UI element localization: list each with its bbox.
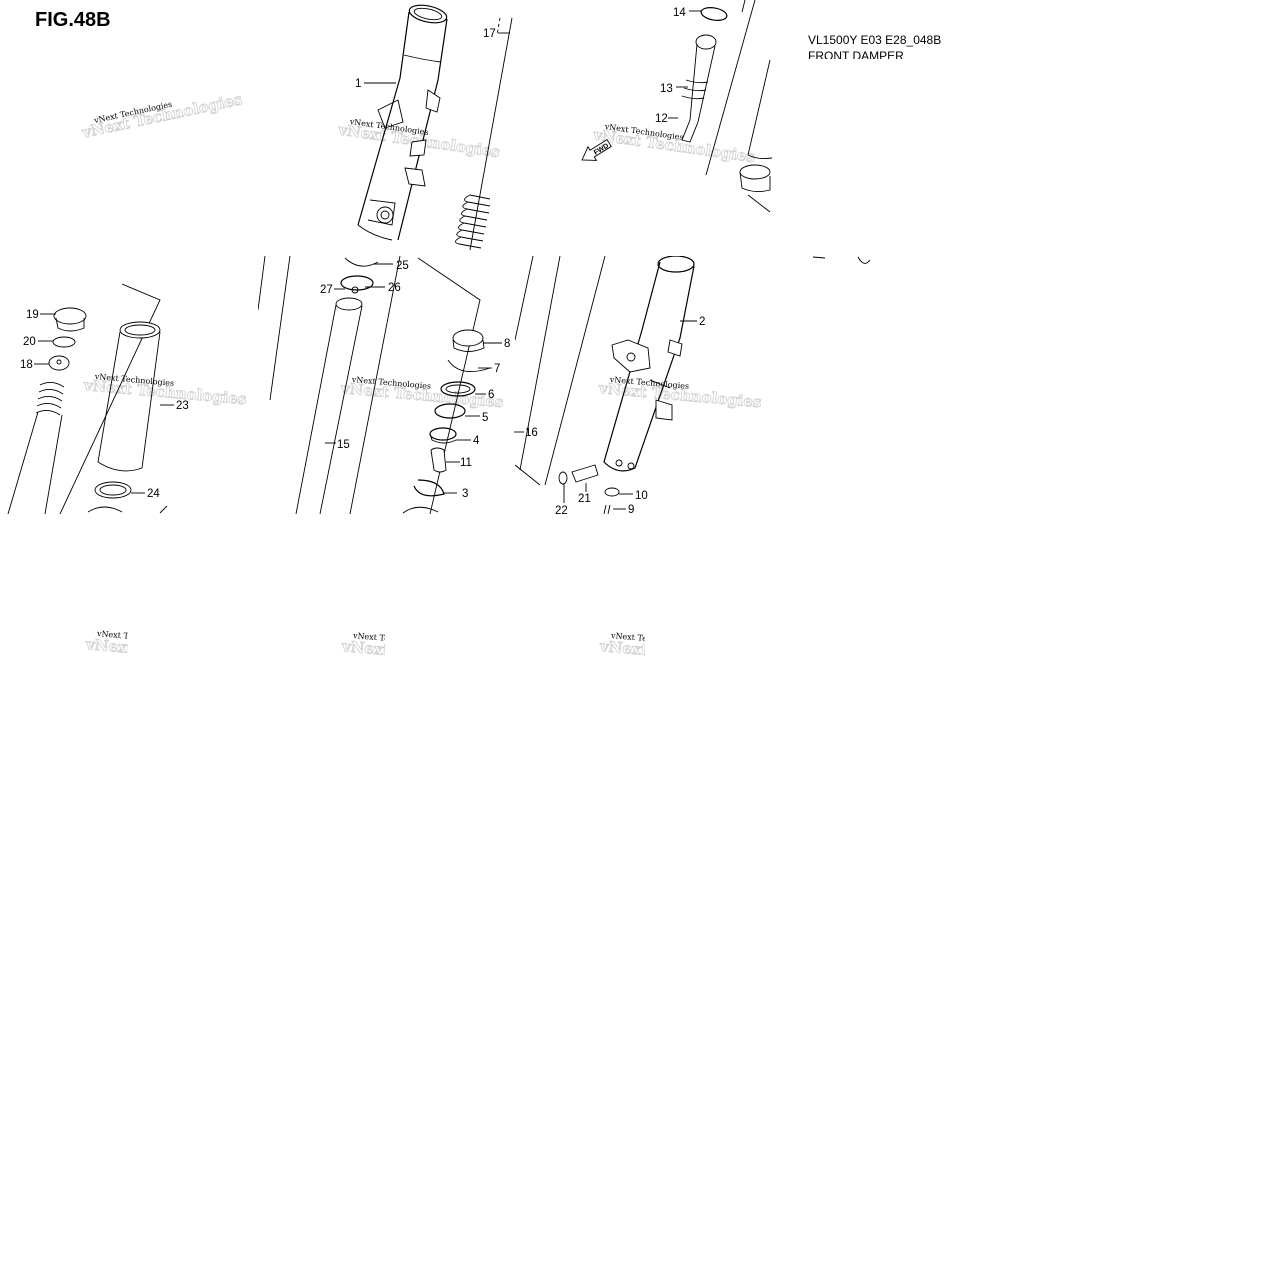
callout-6: 6 — [488, 389, 494, 401]
bolt-part-9 — [603, 504, 611, 514]
diagram-name: FRONT DAMPER — [808, 49, 904, 59]
outer-tube-part-2 — [515, 256, 695, 514]
snap-ring-part-25 — [344, 257, 379, 267]
spring-coils — [35, 382, 65, 416]
callout-21: 21 — [578, 493, 591, 505]
outer-tube-part-1 — [357, 4, 448, 241]
callout-22: 22 — [555, 505, 568, 517]
washer-part-18 — [48, 355, 70, 371]
callout-11: 11 — [460, 457, 472, 469]
spring-coils — [455, 194, 491, 249]
stopper-ring-part-7 — [447, 359, 491, 373]
svg-text:vNext Technologies: vNext Technologies — [598, 637, 763, 669]
callout-25: 25 — [396, 260, 409, 272]
callout-17: 17 — [483, 28, 496, 40]
callout-2: 2 — [699, 316, 705, 328]
o-ring-part-20 — [52, 336, 76, 348]
rod-coils — [681, 79, 709, 100]
fork-spring-part-17 — [455, 17, 513, 251]
callout-14: 14 — [673, 7, 686, 19]
callout-13: 13 — [660, 83, 673, 95]
washer-part-10 — [604, 487, 620, 497]
damper-rod-assembly: FWD — [581, 0, 772, 213]
oil-seal-part-6 — [440, 381, 476, 397]
callout-numbers: 1 2 3 4 5 6 7 8 9 10 11 12 13 14 15 16 1… — [20, 7, 705, 517]
callout-3: 3 — [462, 488, 468, 500]
svg-text:vNext Technologies: vNext Technologies — [340, 637, 505, 669]
spacer-part-23 — [119, 321, 161, 339]
leader-lines — [34, 10, 702, 510]
ring-part-14 — [700, 7, 728, 21]
watermark: vNext Technologies vNext Technologies — [597, 375, 763, 412]
callout-15: 15 — [337, 439, 350, 451]
fwd-label: FWD — [593, 142, 610, 156]
part-27 — [351, 286, 359, 294]
callout-10: 10 — [635, 490, 648, 502]
spacer-assembly — [7, 283, 168, 514]
gasket-part-22 — [558, 471, 568, 485]
callout-16: 16 — [525, 427, 538, 439]
clip-fragment — [812, 256, 871, 264]
callout-12: 12 — [655, 113, 668, 125]
inner-tube-part-15 — [295, 304, 363, 514]
watermark: vNext Technologies vNext Technologies — [79, 90, 244, 142]
model-code: VL1500Y E03 E28_048B — [808, 33, 942, 47]
svg-text:vNext Technologies: vNext Technologies — [84, 635, 249, 667]
watermark: vNext Technologies vNext Technologies — [339, 375, 505, 412]
callout-23: 23 — [176, 400, 189, 412]
callout-5: 5 — [482, 412, 488, 424]
callout-1: 1 — [355, 78, 361, 90]
watermark-fragment: vNext Technologies vNext Technologies vN… — [84, 629, 763, 669]
callout-20: 20 — [23, 336, 36, 348]
cap-bolt-part-19 — [53, 307, 87, 325]
washer-part-5 — [434, 403, 466, 419]
figure-title: FIG.48B — [35, 9, 111, 31]
callout-9: 9 — [628, 504, 634, 516]
watermark: vNext Technologies vNext Technologies — [82, 372, 248, 409]
snap-ring-part-3 — [413, 479, 445, 497]
callout-26: 26 — [388, 282, 401, 294]
watermark: vNext Technologies vNext Technologies — [591, 122, 757, 167]
bolt-part-21 — [571, 464, 599, 483]
callout-27: 27 — [320, 284, 333, 296]
callout-4: 4 — [473, 435, 480, 447]
oil-lock-part-11 — [430, 447, 447, 473]
bushing-part-4 — [429, 427, 457, 441]
callout-18: 18 — [20, 359, 33, 371]
inner-tube-assembly — [258, 256, 491, 514]
ring-part-26 — [340, 275, 374, 291]
callout-7: 7 — [494, 363, 500, 375]
dust-seal-part-8 — [452, 329, 484, 347]
callout-19: 19 — [26, 309, 39, 321]
callout-8: 8 — [504, 338, 510, 350]
callout-24: 24 — [147, 488, 160, 500]
